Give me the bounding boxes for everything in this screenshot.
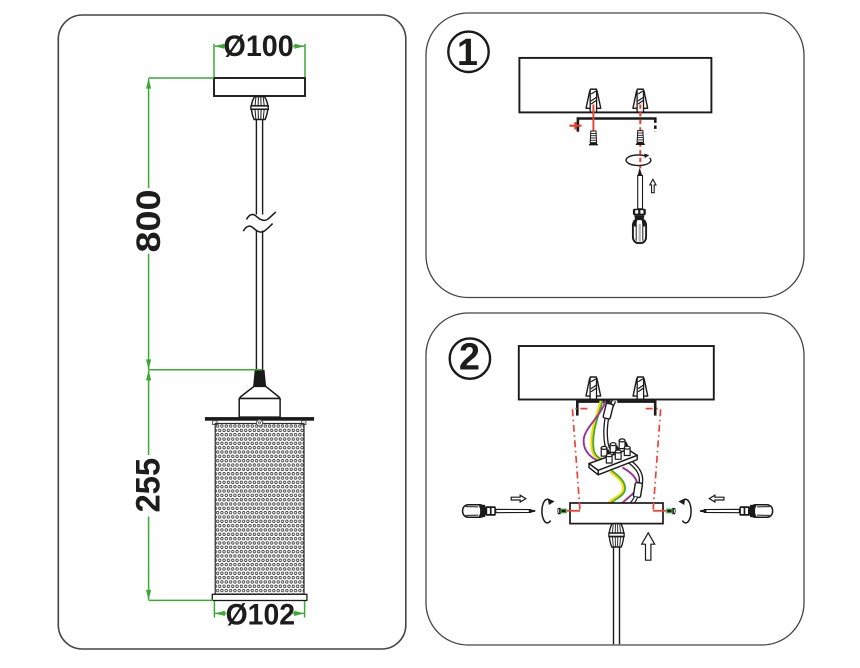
svg-text:2: 2 <box>459 337 480 379</box>
svg-text:Ø100: Ø100 <box>224 30 294 63</box>
svg-text:1: 1 <box>457 32 478 74</box>
svg-text:Ø102: Ø102 <box>226 599 295 632</box>
svg-text:800: 800 <box>130 190 168 253</box>
svg-text:255: 255 <box>130 458 168 513</box>
